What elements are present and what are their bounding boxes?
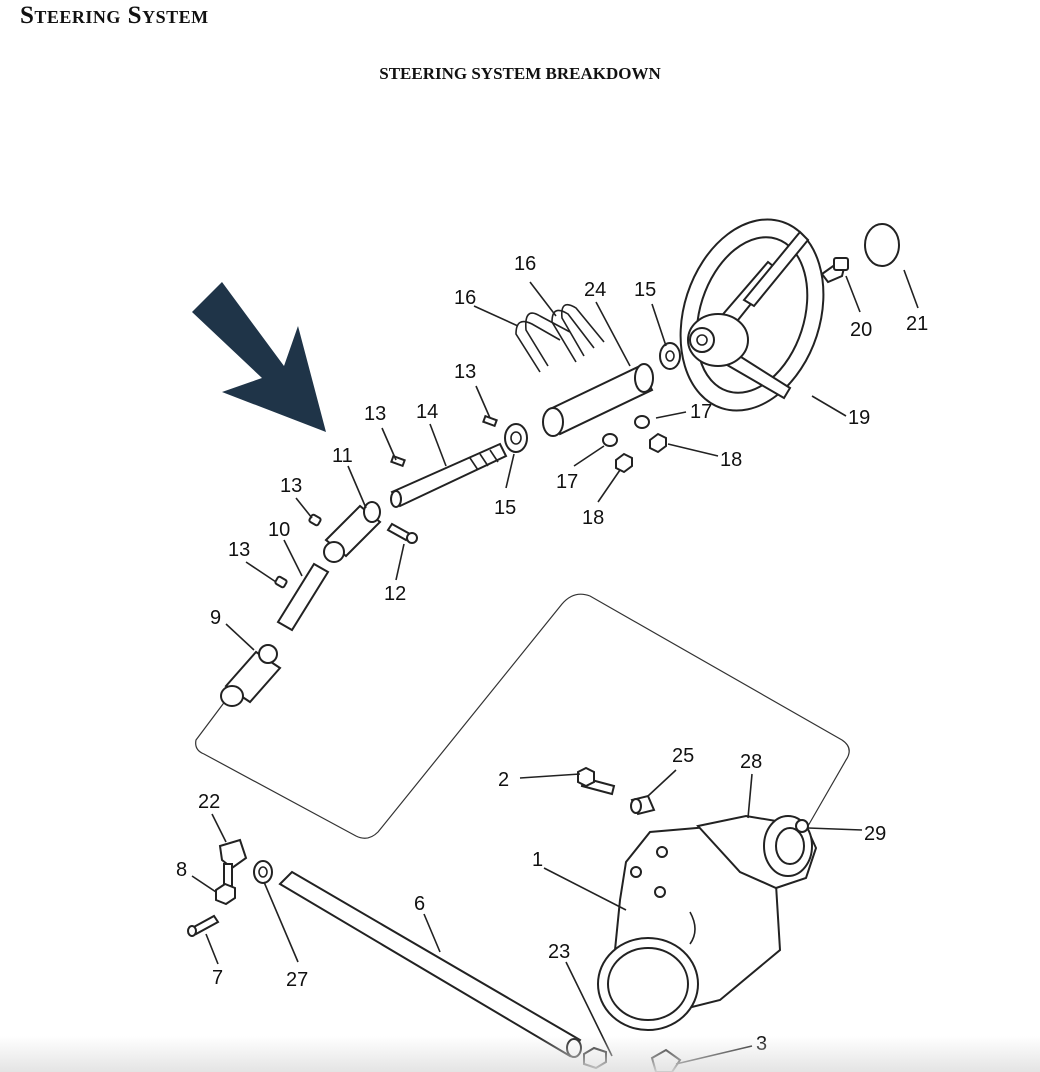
pin-13-mid [390, 454, 406, 468]
callout-17-left: 17 [556, 471, 578, 493]
callout-1: 1 [532, 849, 543, 871]
callout-6: 6 [414, 893, 425, 915]
washer-17-left [602, 433, 618, 447]
lower-bearing [504, 423, 528, 453]
intermediate-shaft [276, 562, 330, 632]
callout-2: 2 [498, 769, 509, 791]
callout-19: 19 [848, 407, 870, 429]
callout-24: 24 [584, 279, 606, 301]
callout-13-upper-left: 13 [280, 475, 302, 497]
callout-23: 23 [548, 941, 570, 963]
callout-18-left: 18 [582, 507, 604, 529]
callout-17-right: 17 [690, 401, 712, 423]
callout-8: 8 [176, 859, 187, 881]
u-bolt-2 [551, 303, 605, 363]
callout-13-mid: 13 [364, 403, 386, 425]
callout-27: 27 [286, 969, 308, 991]
callout-22: 22 [198, 791, 220, 813]
callout-29: 29 [864, 823, 886, 845]
diagram-title: STEERING SYSTEM BREAKDOWN [379, 64, 661, 83]
callout-15-upper: 15 [634, 279, 656, 301]
steering-shaft [390, 442, 508, 508]
u-bolt-1 [515, 312, 571, 373]
callout-13-top: 13 [454, 361, 476, 383]
steering-gearbox [597, 814, 818, 1031]
callout-11: 11 [332, 445, 353, 467]
pitman-fitting [218, 838, 248, 887]
washer-17-right [634, 415, 650, 429]
bolt-12 [386, 522, 418, 544]
callout-13-lower-left: 13 [228, 539, 250, 561]
nut-8 [215, 882, 236, 906]
sleeve-25 [630, 794, 656, 816]
pointer-arrow [192, 282, 326, 432]
washer-27 [253, 860, 273, 884]
upper-bearing [659, 342, 681, 370]
column-tube [542, 363, 654, 437]
leader-lines [191, 269, 919, 1065]
callout-28: 28 [740, 751, 762, 773]
callout-18-right: 18 [720, 449, 742, 471]
callout-21: 21 [906, 313, 928, 335]
universal-joint-upper [323, 501, 382, 563]
callout-20: 20 [850, 319, 872, 341]
pin-13-lower-left [274, 575, 288, 589]
callout-labels: 21 20 19 15 24 16 16 17 18 17 18 15 13 1… [176, 253, 928, 1055]
bolt-2 [577, 766, 616, 796]
callout-16-left: 16 [454, 287, 476, 309]
callout-10: 10 [268, 519, 290, 541]
callout-9: 9 [210, 607, 221, 629]
assembly-outline [195, 593, 850, 839]
nut-18-right [649, 432, 667, 454]
pin-13-top [482, 414, 498, 428]
callout-25: 25 [672, 745, 694, 767]
bottom-fade [0, 1036, 1040, 1072]
callout-15-lower: 15 [494, 497, 516, 519]
callout-14: 14 [416, 401, 438, 423]
universal-joint-lower [220, 644, 282, 707]
wheel-nut [820, 257, 849, 284]
horn-cap [864, 223, 900, 267]
callout-16-right: 16 [514, 253, 536, 275]
callout-7: 7 [212, 967, 223, 989]
drag-link [278, 870, 582, 1058]
steering-wheel [679, 218, 825, 412]
page-header: Steering System [20, 2, 209, 29]
nut-18-left [615, 452, 633, 474]
callout-12: 12 [384, 583, 406, 605]
bolt-7 [187, 914, 220, 937]
